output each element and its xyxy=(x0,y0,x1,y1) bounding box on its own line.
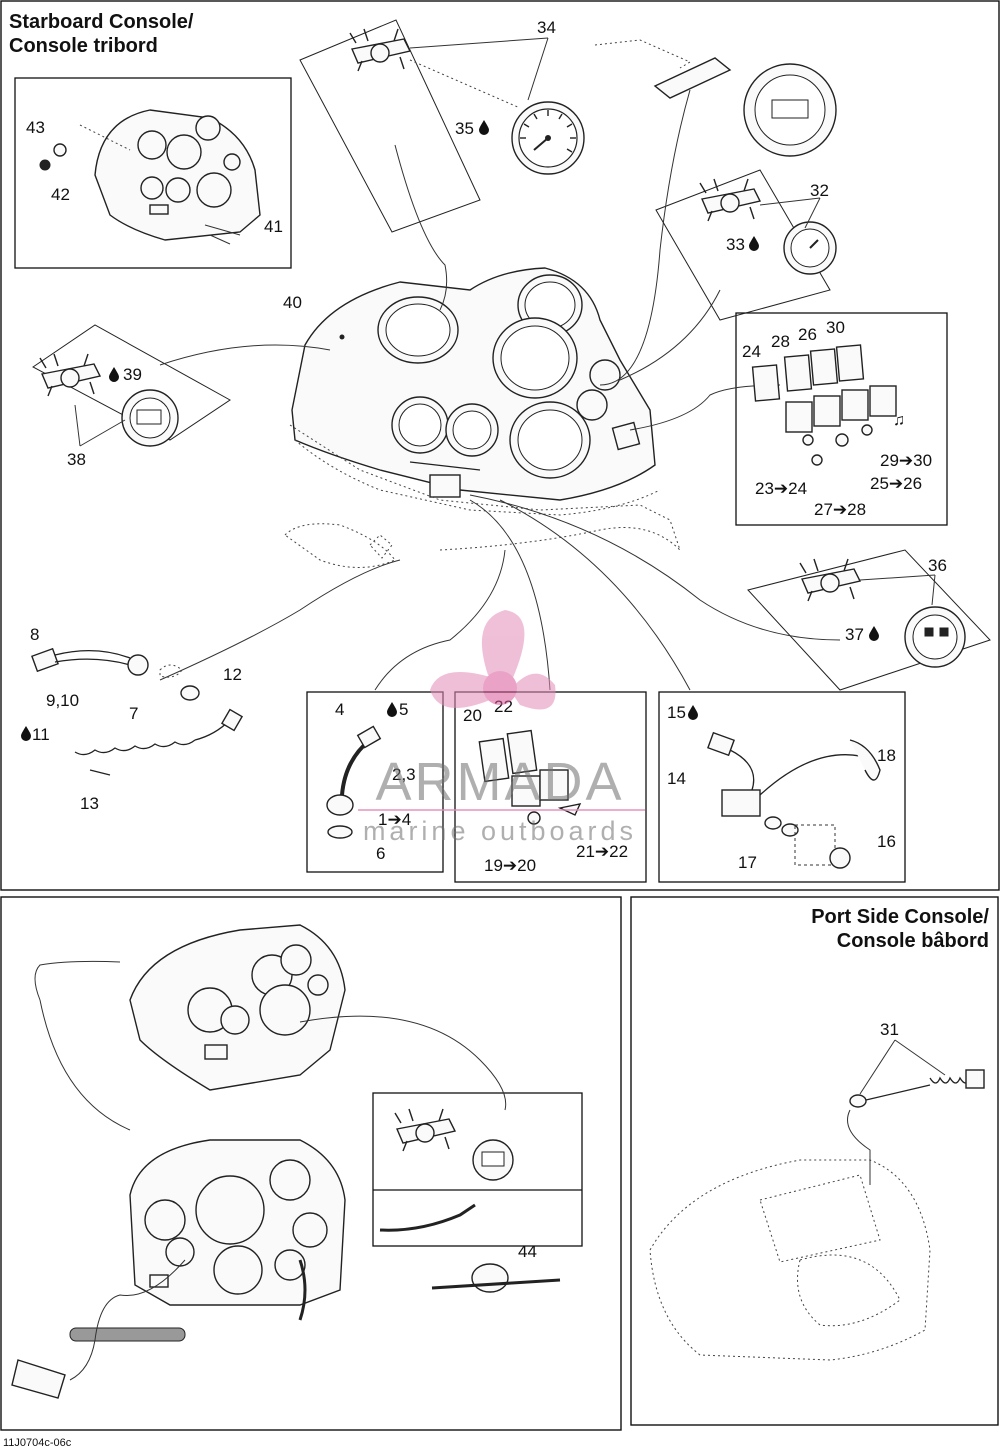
figure-code: 11J0704c-06c xyxy=(3,1437,72,1449)
callout-43: 43 xyxy=(26,118,45,137)
svg-text:♫: ♫ xyxy=(893,412,905,429)
callout-7: 7 xyxy=(129,704,138,723)
callout-19-20: 19➔20 xyxy=(484,856,536,875)
callout-30: 30 xyxy=(826,318,845,337)
callout-5: 5 xyxy=(399,700,408,719)
digital-display-group xyxy=(594,39,837,157)
switch-panel-group: ♫ xyxy=(751,344,905,466)
callout-24: 24 xyxy=(742,342,761,361)
callout-27-28: 27➔28 xyxy=(814,500,866,519)
callout-4: 4 xyxy=(335,700,344,719)
console-harness-drawing xyxy=(11,924,507,1399)
callout-6: 6 xyxy=(376,844,385,863)
callout-34: 34 xyxy=(537,18,556,37)
callout-42: 42 xyxy=(51,185,70,204)
callout-38: 38 xyxy=(67,450,86,469)
callout-26: 26 xyxy=(798,325,817,344)
starboard-title-fr: Console tribord xyxy=(9,35,158,57)
callout-17: 17 xyxy=(738,853,757,872)
callout-33: 33 xyxy=(726,235,745,254)
switch-14-inset-drawing xyxy=(707,731,881,869)
callout-16: 16 xyxy=(877,832,896,851)
callout-20: 20 xyxy=(463,706,482,725)
sensor-inset-drawing xyxy=(326,725,382,839)
connector-44-inset-drawing xyxy=(379,1108,561,1293)
trim-switch-inset-drawing xyxy=(478,729,582,825)
callout-35: 35 xyxy=(455,119,474,138)
callout-29-30: 29➔30 xyxy=(880,451,932,470)
callout-28: 28 xyxy=(771,332,790,351)
callout-25-26: 25➔26 xyxy=(870,474,922,493)
callout-13: 13 xyxy=(80,794,99,813)
callout-37: 37 xyxy=(845,625,864,644)
main-console-drawing xyxy=(159,89,841,691)
callout-12: 12 xyxy=(223,665,242,684)
port-console-drawing xyxy=(649,1039,985,1361)
callout-18: 18 xyxy=(877,746,896,765)
watermark-brand: ARMADA xyxy=(375,752,624,812)
port-title-en: Port Side Console/ xyxy=(811,906,989,928)
callout-36: 36 xyxy=(928,556,947,575)
callout-41: 41 xyxy=(264,217,283,236)
callout-14: 14 xyxy=(667,769,686,788)
callout-8: 8 xyxy=(30,625,39,644)
callout-40: 40 xyxy=(283,293,302,312)
ignition-harness-group xyxy=(31,647,244,776)
port-title-fr: Console bâbord xyxy=(837,930,989,952)
callout-1-4: 1➔4 xyxy=(378,810,411,829)
callout-15: 15 xyxy=(667,703,686,722)
fuel-gauge-group xyxy=(655,169,837,321)
callout-21-22: 21➔22 xyxy=(576,842,628,861)
console-inset-drawing xyxy=(39,109,261,245)
callout-39: 39 xyxy=(123,365,142,384)
callout-9-10: 9,10 xyxy=(46,691,79,710)
watermark-logo xyxy=(430,610,556,710)
watermark-tagline: marine outboards xyxy=(363,816,637,846)
callout-11: 11 xyxy=(32,725,50,744)
callout-23-24: 23➔24 xyxy=(755,479,807,498)
speedometer-group xyxy=(747,549,991,691)
callout-32: 32 xyxy=(810,181,829,200)
callout-2-3: 2,3 xyxy=(392,765,416,784)
tachometer-group xyxy=(299,19,585,233)
depth-gauge-group xyxy=(32,324,231,447)
callout-44: 44 xyxy=(518,1242,537,1261)
starboard-title-en: Starboard Console/ xyxy=(9,11,194,33)
callout-31: 31 xyxy=(880,1020,899,1039)
